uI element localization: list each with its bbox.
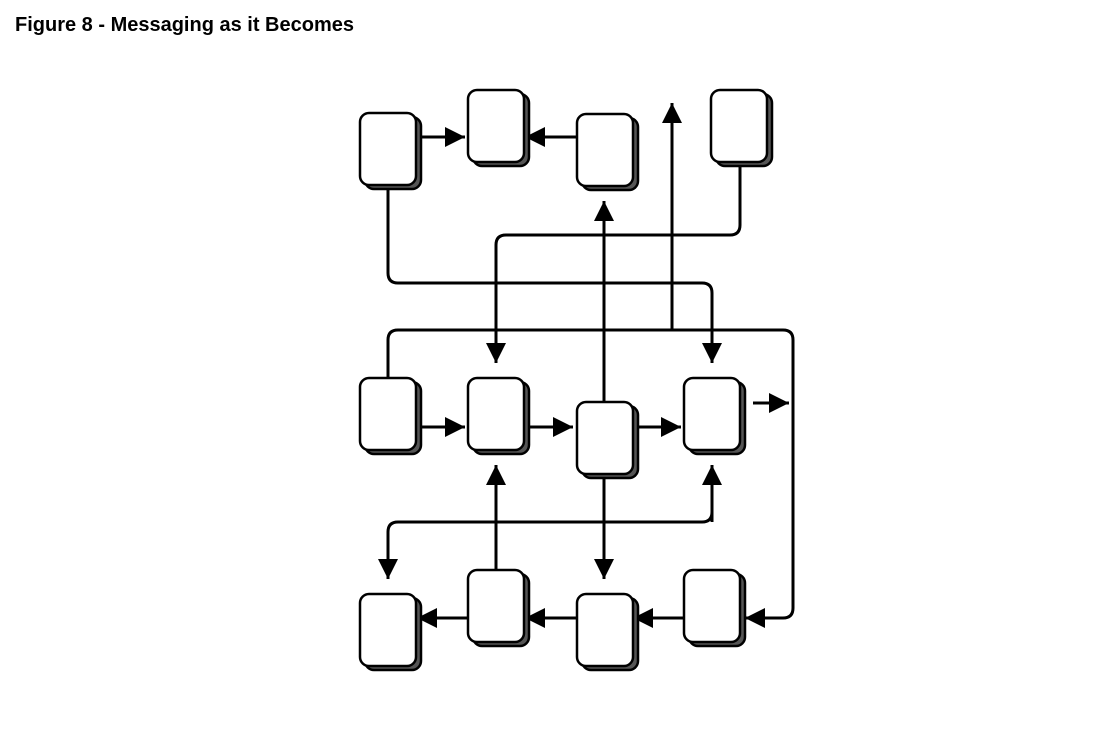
node [358, 376, 423, 456]
node [358, 592, 423, 672]
figure-caption: Figure 8 - Messaging as it Becomes [15, 14, 354, 36]
connector-arrow [378, 484, 714, 579]
node [466, 376, 531, 456]
node [466, 88, 531, 168]
node [682, 376, 747, 456]
connector-arrow [486, 165, 742, 363]
node [575, 592, 640, 672]
node [575, 112, 640, 192]
node [466, 568, 531, 648]
node [575, 400, 640, 480]
node [358, 111, 423, 191]
node [709, 88, 774, 168]
connector-arrow [386, 188, 722, 363]
node [682, 568, 747, 648]
connector-line [386, 328, 795, 628]
